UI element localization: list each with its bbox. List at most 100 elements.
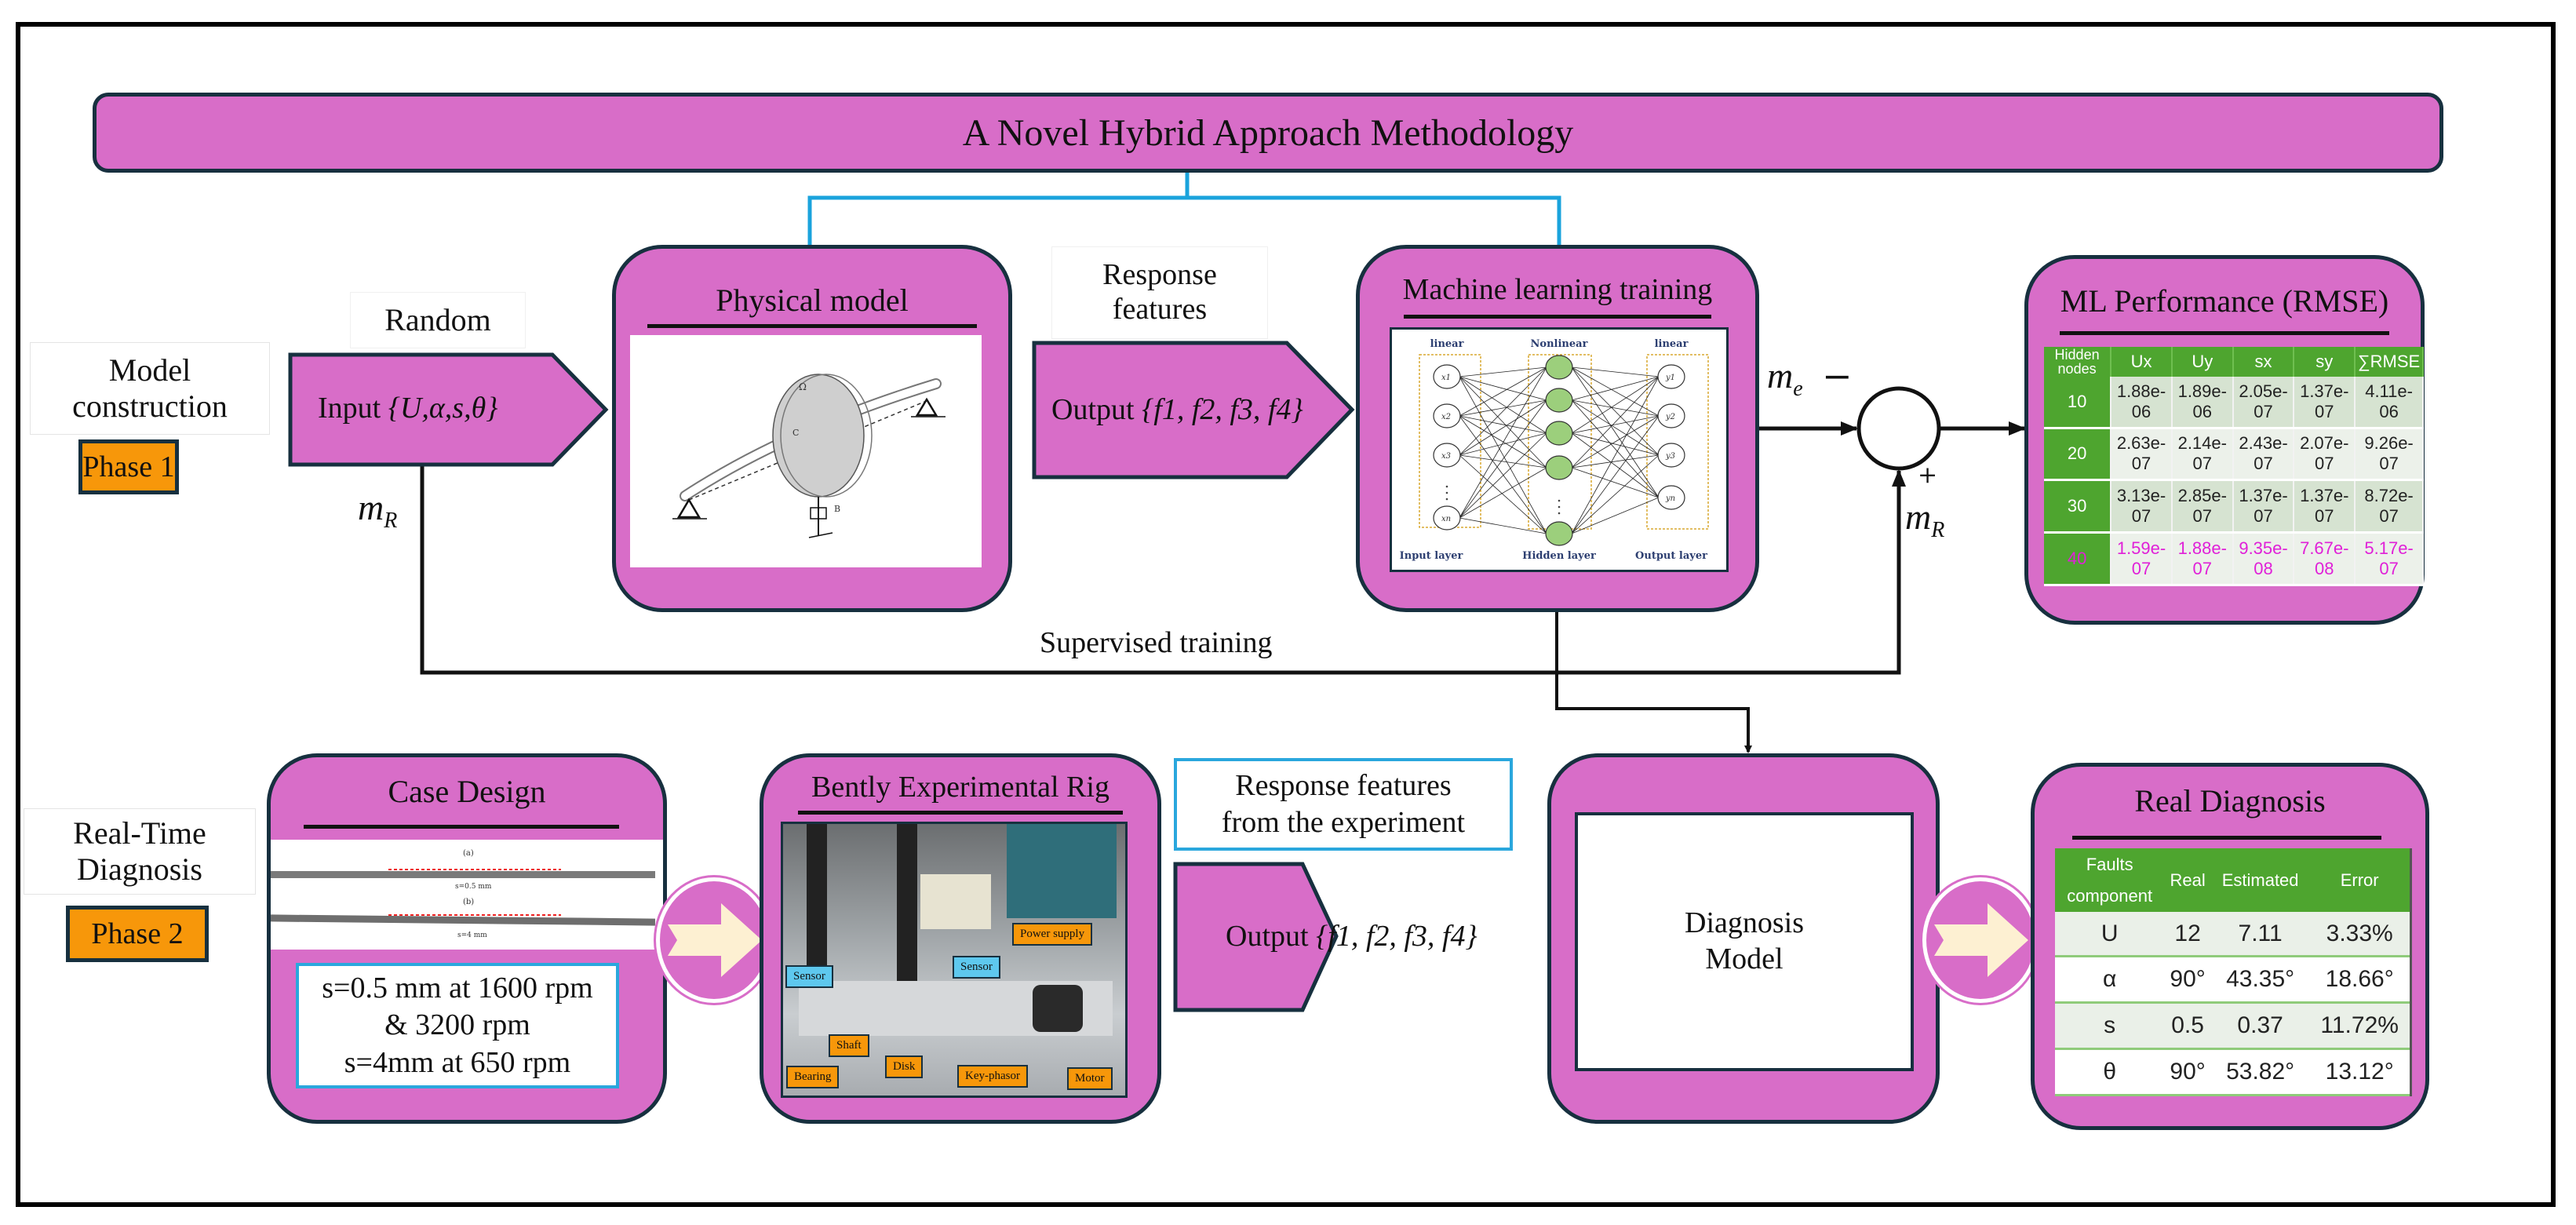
output-node-label: y1	[1665, 374, 1675, 382]
title-underline	[1404, 315, 1711, 319]
diagnosis-cell: s	[2055, 1002, 2165, 1051]
rmse-cell: 3.13e-07	[2111, 479, 2173, 534]
nn-edge	[1459, 517, 1547, 534]
case-conditions-note: s=0.5 mm at 1600 rpm & 3200 rpm s=4mm at…	[296, 963, 619, 1088]
input-node-label: xn	[1441, 515, 1451, 523]
omega-label: Ω	[799, 381, 807, 392]
rmse-cell: 9.35e-08	[2232, 532, 2295, 586]
trained-model-arrow	[1555, 612, 1752, 753]
ellipsis-dot	[1445, 498, 1448, 501]
physical-model-title: Physical model	[716, 283, 909, 318]
case-design-card: Case Design (a) s=0.5 mm (b) s=4 mm s=0.…	[267, 753, 667, 1124]
diagnosis-cell: 43.35°	[2210, 956, 2310, 1004]
shaft-photos: (a) s=0.5 mm (b) s=4 mm	[270, 840, 663, 950]
input-node	[1433, 443, 1461, 468]
phase1-badge: Phase 1	[78, 439, 179, 494]
rig-tag-sensor: Sensor	[953, 956, 1000, 979]
nn-edge	[1571, 366, 1660, 456]
rig-tag-shaft: Shaft	[829, 1034, 869, 1057]
nn-edge	[1571, 454, 1660, 468]
hidden-nodes-cell: 30	[2044, 479, 2112, 534]
header-cell: Faults component	[2055, 848, 2165, 913]
methodology-title-bar: A Novel Hybrid Approach Methodology	[93, 93, 2443, 173]
nn-edge	[1459, 366, 1547, 519]
m-r-subscript: R	[384, 509, 398, 534]
rmse-cell: 1.37e-07	[2294, 479, 2356, 534]
title-underline	[2060, 331, 2389, 335]
rmse-cell: 1.88e-07	[2171, 532, 2234, 586]
rig-tag-key-phasor: Key-phasor	[957, 1065, 1028, 1088]
diagnosis-cell: 7.11	[2210, 912, 2310, 958]
diagnosis-cell: 3.33%	[2309, 912, 2410, 958]
hidden-nodes-cell: 10	[2044, 377, 2112, 429]
diagnosis-cell: 11.72%	[2309, 1002, 2410, 1051]
diagnosis-cell: α	[2055, 956, 2165, 1004]
hidden-nodes-cell: 20	[2044, 428, 2112, 482]
header-cell: Estimated	[2210, 848, 2310, 913]
label-s-small: s=0.5 mm	[455, 883, 492, 891]
right-arrow-icon	[668, 903, 762, 977]
nn-edge	[1459, 454, 1547, 534]
rig-tag-power-supply: Power supply	[1012, 923, 1093, 946]
label-b: (b)	[463, 898, 474, 906]
rig-post	[807, 824, 827, 981]
rig-tag-bearing: Bearing	[786, 1066, 840, 1088]
rmse-cell: 4.11e-06	[2355, 377, 2424, 429]
output-pentagon: Output {f1, f2, f3, f4}	[1051, 386, 1303, 433]
input-params: {U,α,s,θ}	[388, 392, 498, 425]
output-node	[1657, 443, 1685, 468]
header-cell: Uy	[2171, 347, 2234, 377]
rmse-cell: 1.37e-07	[2232, 479, 2295, 534]
header-cell: ∑RMSE	[2355, 347, 2424, 377]
ml-performance-card: ML Performance (RMSE) Hidden nodes Ux Uy…	[2024, 255, 2425, 625]
supervised-training-label: Supervised training	[1040, 626, 1273, 659]
title-underline	[2072, 836, 2381, 840]
phase2-badge: Phase 2	[66, 906, 209, 962]
title-underline	[798, 811, 1123, 815]
hidden-nodes-cell: 40	[2044, 532, 2112, 586]
input-node-label: x3	[1441, 452, 1451, 461]
supervised-training-line	[420, 466, 1906, 675]
figure-frame	[16, 22, 2556, 1207]
rotor-diagram: Ω C B	[630, 335, 982, 567]
nn-edge	[1571, 415, 1660, 534]
rmse-cell: 2.43e-07	[2232, 428, 2295, 482]
ellipsis-dot	[1445, 485, 1448, 488]
output-pentagon-shape	[1032, 341, 1355, 479]
phase2-section-label: Real-Time Diagnosis	[24, 808, 256, 895]
nn-edge	[1571, 366, 1660, 417]
diagnosis-cell: 90°	[2164, 956, 2211, 1004]
nn-edge	[1459, 415, 1547, 468]
hidden-node	[1545, 421, 1573, 446]
input-node-label: x1	[1441, 374, 1451, 382]
rig-tag-sensor: Sensor	[785, 965, 833, 988]
m-e-label: me	[1767, 355, 1803, 402]
nn-edge	[1459, 454, 1547, 468]
nn-edge	[1459, 432, 1547, 519]
input-node	[1433, 403, 1461, 428]
nn-edge	[1571, 376, 1660, 434]
output-node-label: y2	[1665, 413, 1675, 421]
nn-edge	[1571, 454, 1660, 534]
m-r-symbol: m	[358, 487, 384, 527]
input-node	[1433, 505, 1461, 530]
rmse-cell: 2.05e-07	[2232, 377, 2295, 429]
methodology-title: A Novel Hybrid Approach Methodology	[962, 111, 1574, 154]
ml-performance-title: ML Performance (RMSE)	[2060, 283, 2389, 319]
exp-output-pentagon-shape	[1173, 862, 1339, 1012]
nn-edge	[1571, 376, 1660, 401]
rmse-cell: 1.37e-07	[2294, 377, 2356, 429]
title-underline	[304, 825, 619, 829]
header-cell: Error	[2309, 848, 2410, 913]
nn-edge	[1571, 366, 1660, 377]
rig-motor	[1033, 985, 1083, 1032]
phase1-section-label: Model construction	[30, 342, 270, 435]
nn-edge	[1459, 415, 1547, 434]
